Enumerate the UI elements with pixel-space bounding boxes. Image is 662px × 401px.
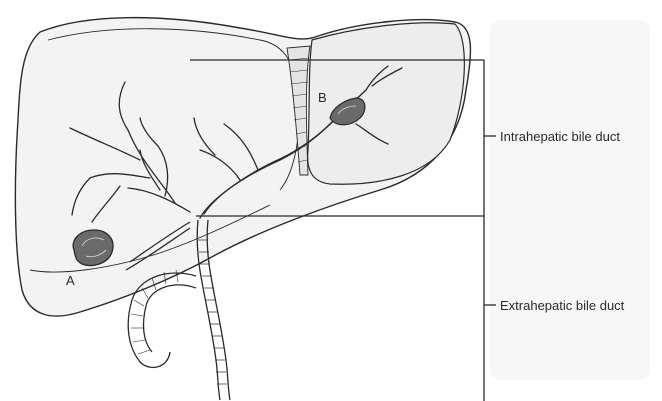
stone-a — [73, 230, 113, 266]
background-smudge — [490, 20, 650, 380]
intrahepatic-label: Intrahepatic bile duct — [500, 129, 620, 144]
marker-a: A — [66, 273, 75, 288]
extrahepatic-label: Extrahepatic bile duct — [500, 298, 625, 313]
marker-b: B — [318, 90, 327, 105]
left-lobe-outline — [308, 23, 465, 184]
